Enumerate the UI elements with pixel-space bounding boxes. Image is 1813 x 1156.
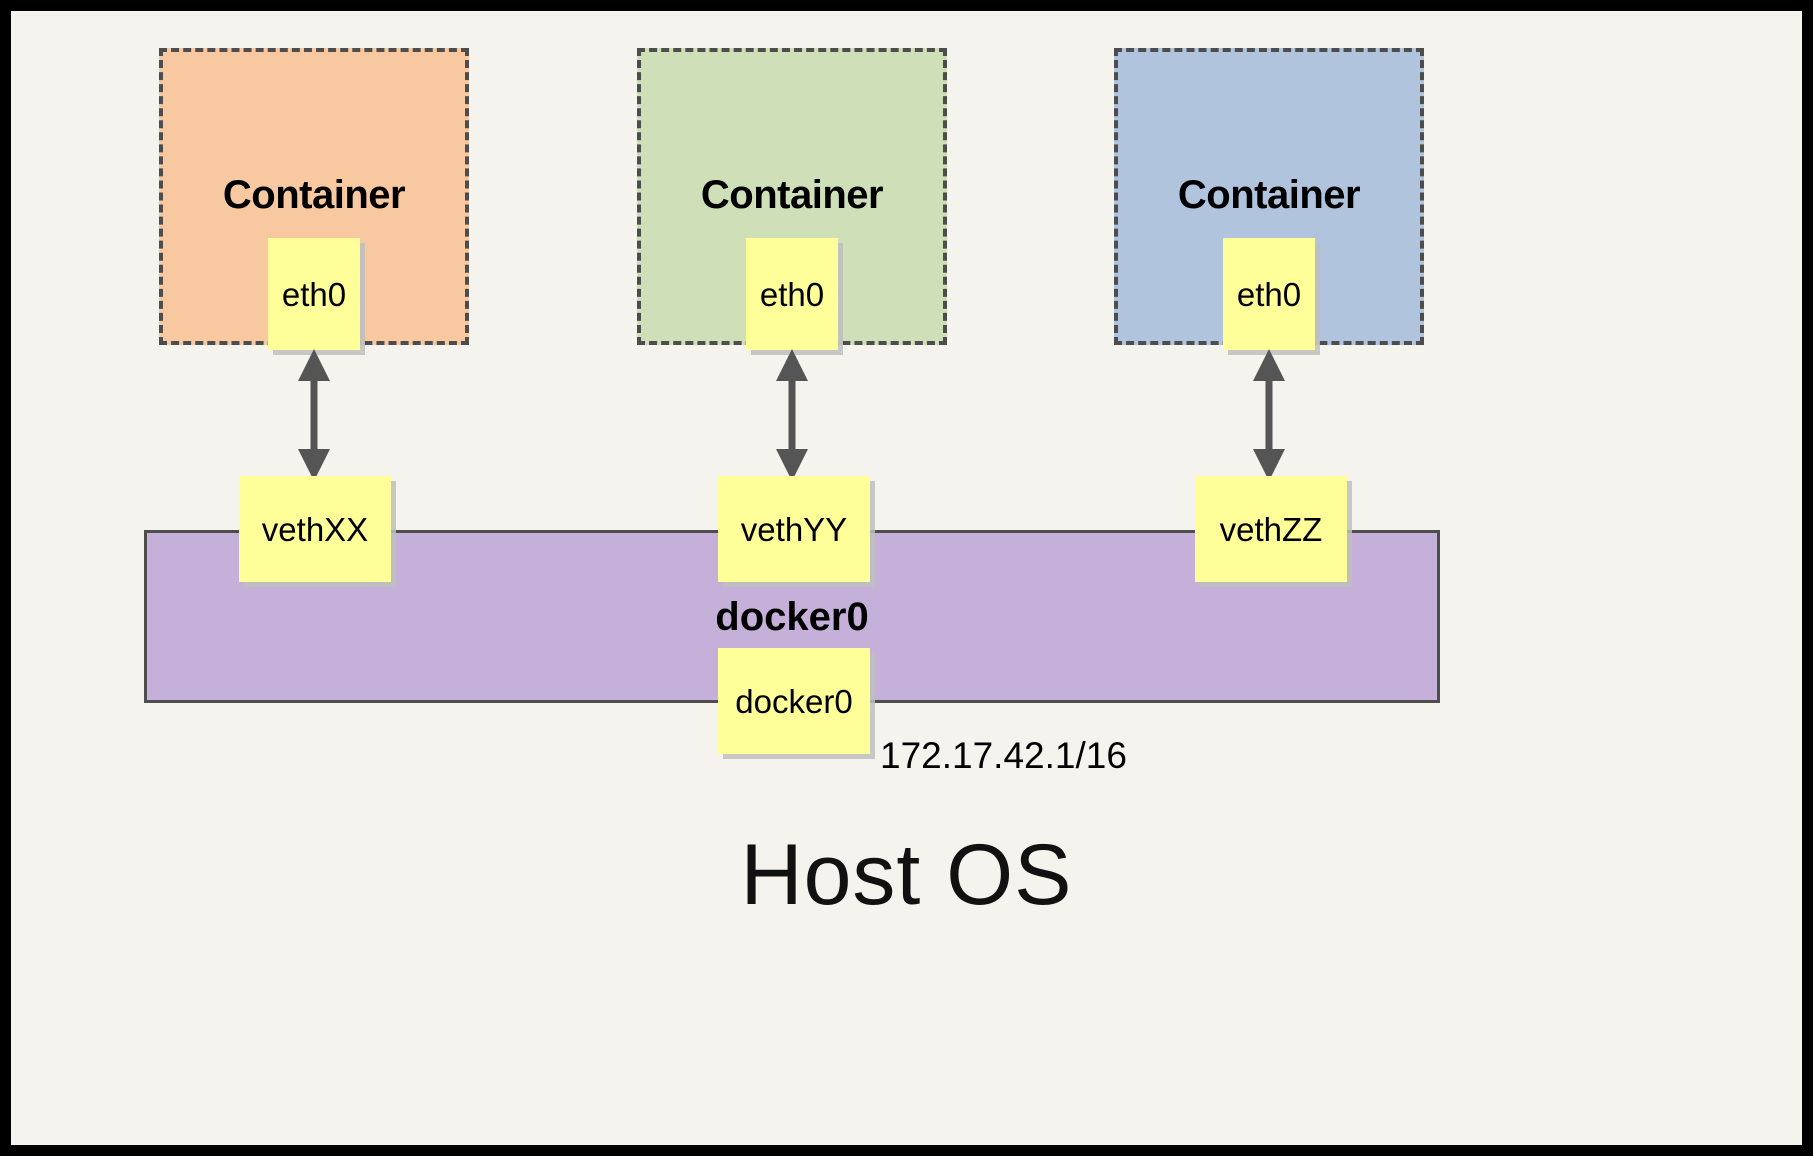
host-os-label: Host OS [740,827,1073,923]
docker0-bridge-label: docker0 [715,595,869,639]
container-eth0-box-3: eth0 [1223,238,1315,350]
container-title-1: Container [222,173,406,217]
veth-arrow-2 [776,349,808,481]
container-eth0-label-3: eth0 [1236,275,1302,313]
veth-arrow-1 [298,349,330,481]
veth-arrow-3 [1253,349,1285,481]
diagram-canvas: Container eth0 Container eth0 Container … [11,11,1802,1145]
container-eth0-label-2: eth0 [759,275,825,313]
container-title-2: Container [700,173,884,217]
container-title-3: Container [1177,173,1361,217]
container-eth0-box-1: eth0 [268,238,360,350]
veth-label-3: vethZZ [1219,510,1323,548]
veth-box-1: vethXX [239,476,391,582]
veth-label-1: vethXX [261,510,369,548]
docker0-ip-label: 172.17.42.1/16 [880,735,1127,776]
veth-label-2: vethYY [740,510,848,548]
container-eth0-label-1: eth0 [281,275,347,313]
container-eth0-box-2: eth0 [746,238,838,350]
veth-box-3: vethZZ [1195,476,1347,582]
docker0-interface-box: docker0 [718,648,870,754]
docker0-interface-label: docker0 [735,682,853,720]
veth-box-2: vethYY [718,476,870,582]
